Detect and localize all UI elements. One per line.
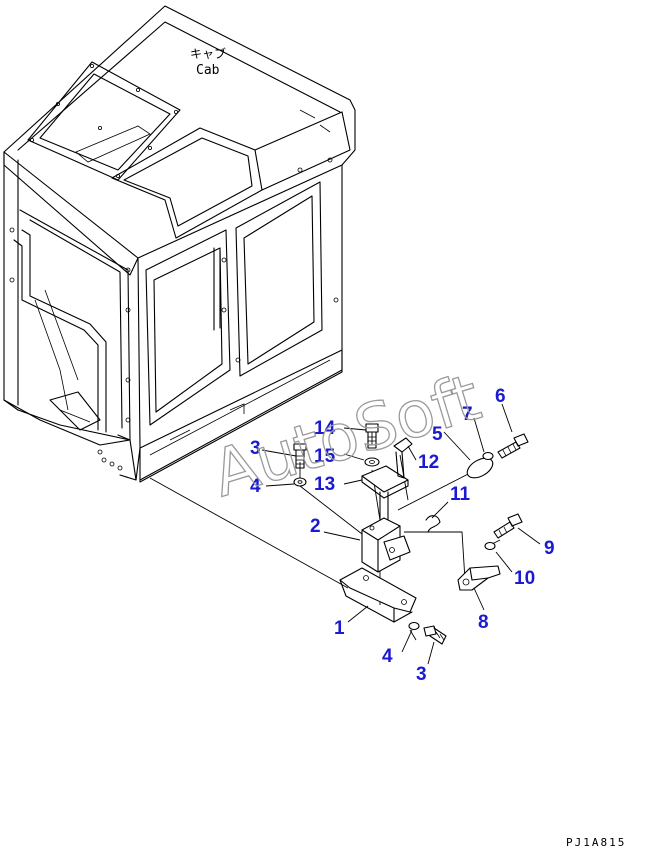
part-washer-15	[364, 457, 380, 467]
watermark: AutoSoft	[204, 361, 488, 512]
callout-3-upper: 3	[250, 438, 261, 459]
part-bolt-6	[497, 433, 529, 459]
part-bracket-1	[339, 567, 417, 623]
part-pin-12	[393, 437, 413, 479]
callout-4-lower: 4	[382, 646, 393, 667]
part-bolt-9	[493, 513, 523, 539]
callout-13: 13	[314, 474, 335, 495]
callout-14: 14	[314, 418, 336, 439]
callout-1: 1	[334, 618, 345, 639]
callout-15: 15	[314, 446, 336, 467]
callout-9: 9	[544, 538, 555, 559]
part-washer-4-lower	[408, 621, 420, 631]
part-bolt-3-upper	[293, 443, 307, 469]
part-hinge-block-2	[361, 517, 411, 573]
part-plate-13	[361, 465, 409, 521]
part-latch-8	[457, 565, 501, 591]
callout-numbers: 1 2 3 3 4 4 5 6 7 8 9 10 11 12 13 14 15	[250, 386, 555, 685]
drawing-code: PJ1A815	[566, 836, 626, 849]
part-clip-11	[425, 515, 441, 533]
callout-10: 10	[514, 568, 535, 589]
callout-8: 8	[478, 612, 489, 633]
callout-4-upper: 4	[250, 476, 261, 497]
part-bolt-3-lower	[423, 625, 447, 645]
callout-6: 6	[495, 386, 506, 407]
callout-5: 5	[432, 424, 443, 445]
callout-7: 7	[462, 404, 473, 425]
part-bolt-14	[365, 423, 379, 449]
callout-11: 11	[450, 484, 471, 505]
callout-12: 12	[418, 452, 439, 473]
cab-assembly: キャブ Cab	[3, 5, 356, 483]
callout-3-lower: 3	[416, 664, 427, 685]
cab-label-japanese: キャブ	[190, 46, 226, 61]
part-cap-5	[466, 457, 494, 479]
part-washer-4-upper	[293, 477, 307, 487]
part-washer-10	[484, 541, 496, 551]
callout-leaders	[261, 403, 541, 665]
cab-label: Cab	[196, 63, 220, 78]
callout-2: 2	[310, 516, 321, 537]
part-washer-7	[482, 451, 494, 461]
